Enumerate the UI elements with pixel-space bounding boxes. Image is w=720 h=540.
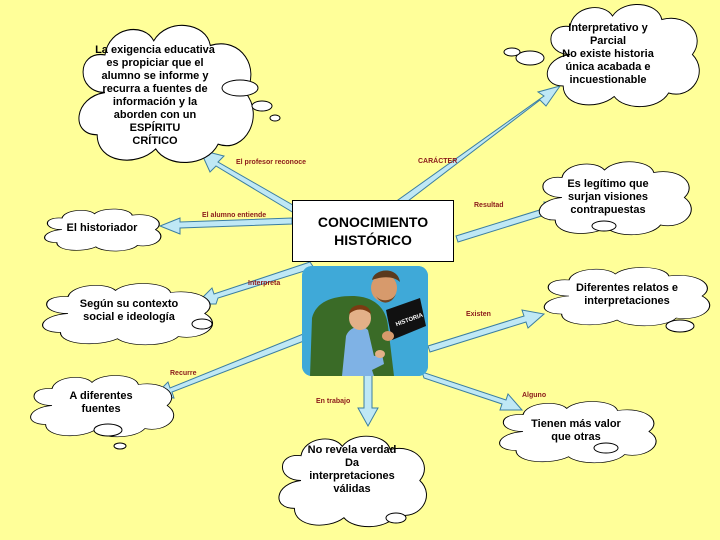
bubble-interpretativo: Interpretativo y Parcial No existe histo… <box>562 22 654 86</box>
teacher-student-photo: HISTORIA <box>302 266 428 376</box>
bubble-valor: Tienen más valor que otras <box>531 418 621 443</box>
label-recurre: Recurre <box>170 370 197 377</box>
label-resultad: Resultad <box>474 202 504 209</box>
arrow-to-interpretativo <box>397 85 562 205</box>
center-concept-title: CONOCIMIENTO HISTÓRICO <box>317 214 429 248</box>
label-profesor: El profesor reconoce <box>236 159 307 166</box>
label-entrabajo: En trabajo <box>316 398 351 405</box>
arrow-to-relatos <box>427 309 546 353</box>
bubble-fuentes: A diferentes fuentes <box>69 390 133 415</box>
label-alumno: El alumno entiende <box>202 212 267 219</box>
label-existen: Existen <box>466 311 491 318</box>
cloud-interpretativo <box>503 3 701 108</box>
cloud-relatos <box>543 266 711 333</box>
bubble-relatos: Diferentes relatos e interpretaciones <box>575 282 679 307</box>
arrow-to-fuentes <box>152 327 323 399</box>
arrow-to-verdad <box>357 373 379 428</box>
cloud-valor <box>498 400 657 464</box>
cloud-fuentes <box>29 374 175 450</box>
arrow-to-exigencia <box>199 149 299 214</box>
cloud-legitimo <box>538 160 693 236</box>
bubble-exigencia: La exigencia educativa es propiciar que … <box>95 44 215 147</box>
cloud-verdad <box>278 435 428 528</box>
arrows <box>152 85 568 428</box>
bubble-legitimo: Es legítimo que surjan visiones contrapu… <box>567 178 649 216</box>
arrow-to-historiador <box>158 217 293 235</box>
bubble-verdad: No revela verdad Da interpretaciones vál… <box>307 444 397 495</box>
bubble-historiador: El historiador <box>66 222 138 234</box>
bubble-contexto: Según su contexto social e ideología <box>79 298 179 323</box>
label-interpreta: Interpreta <box>248 280 281 287</box>
center-concept-box: CONOCIMIENTO HISTÓRICO <box>292 200 454 262</box>
cloud-contexto <box>41 282 214 346</box>
cloud-exigencia <box>77 24 281 164</box>
label-caracter: CARÁCTER <box>418 158 458 165</box>
label-alguno: Alguno <box>522 392 547 399</box>
arrow-to-valor <box>421 371 524 411</box>
clouds <box>29 3 711 528</box>
